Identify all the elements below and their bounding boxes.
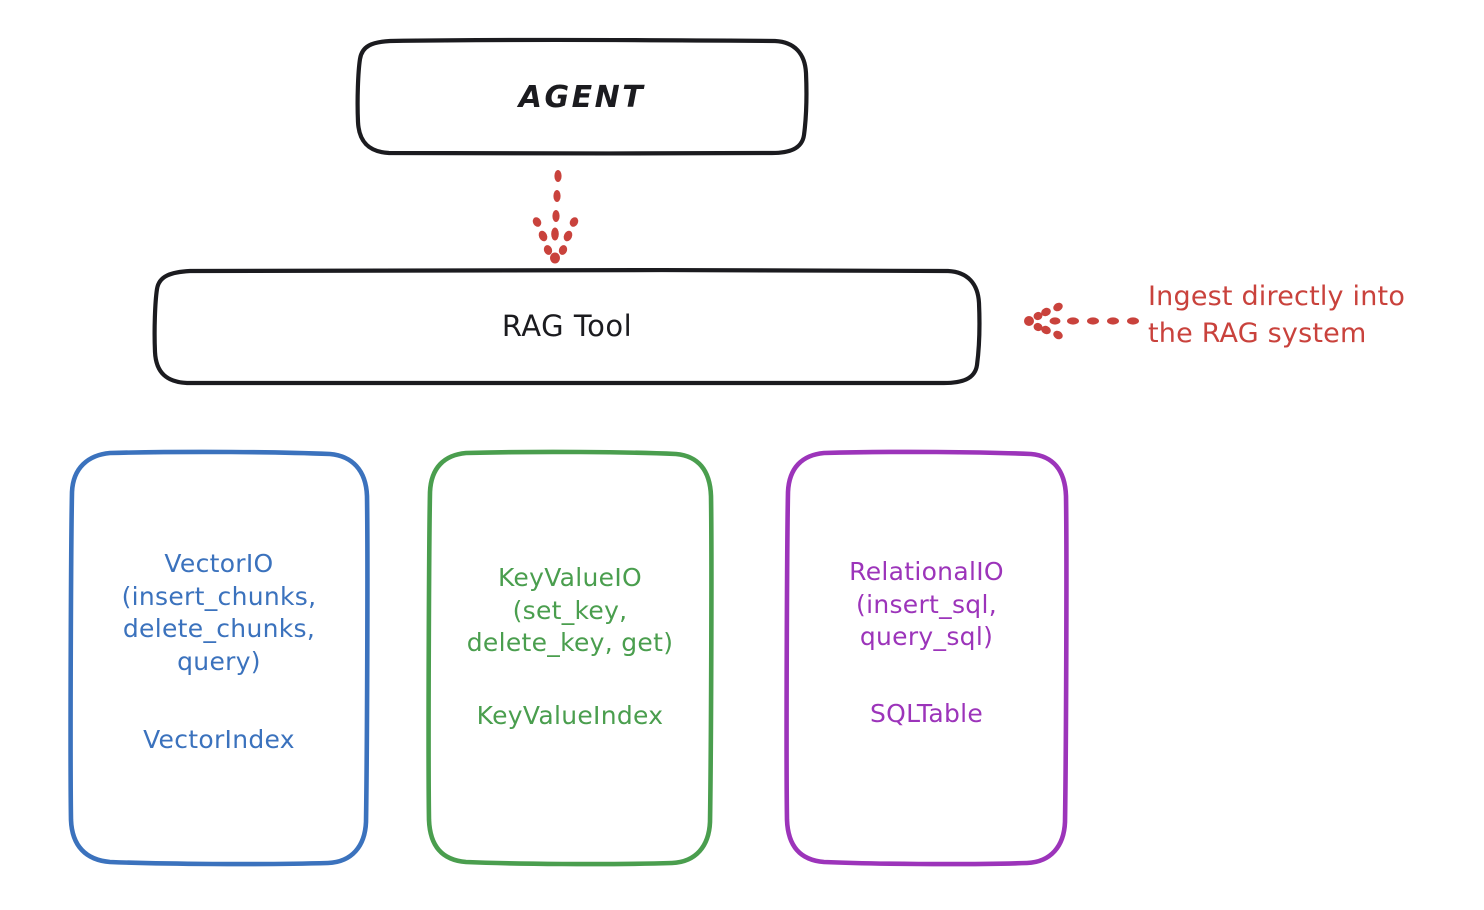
agent-node[interactable]: AGENT: [358, 40, 806, 154]
vector-io-node[interactable]: VectorIO (insert_chunks, delete_chunks, …: [71, 452, 367, 864]
connector-ingest-to-rag-tool: [1024, 302, 1139, 340]
key-value-index-label: KeyValueIndex: [476, 700, 664, 730]
vector-io-api-label: VectorIO (insert_chunks, delete_chunks, …: [121, 549, 317, 676]
relational-io-api-label: RelationalIO (insert_sql, query_sql): [849, 557, 1004, 651]
rag-tool-label: RAG Tool: [501, 309, 633, 344]
key-value-io-api-label: KeyValueIO (set_key, delete_key, get): [466, 563, 674, 657]
vector-index-label: VectorIndex: [143, 725, 295, 754]
key-value-io-node[interactable]: KeyValueIO (set_key, delete_key, get) Ke…: [429, 452, 711, 864]
agent-label: AGENT: [518, 79, 646, 115]
relational-io-node[interactable]: RelationalIO (insert_sql, query_sql) SQL…: [787, 452, 1066, 864]
connector-agent-to-rag-tool: [532, 170, 579, 264]
ingest-annotation-text: Ingest directly into the RAG system: [1148, 281, 1406, 350]
sql-table-label: SQLTable: [869, 698, 984, 728]
rag-tool-node[interactable]: RAG Tool: [155, 270, 979, 384]
